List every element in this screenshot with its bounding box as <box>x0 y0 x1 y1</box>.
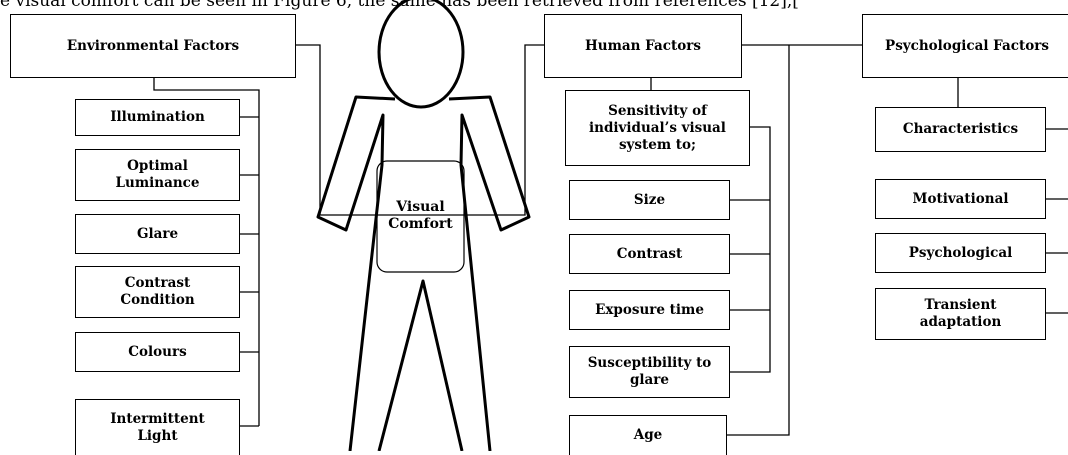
human-factors-box: Human Factors <box>544 14 742 78</box>
environmental-factors-box: Environmental Factors <box>10 14 296 78</box>
human-item-contrast: Contrast <box>569 234 730 274</box>
psych-item-transient-adaptation: Transient adaptation <box>875 288 1046 340</box>
env-item-glare: Glare <box>75 214 240 254</box>
human-item-size: Size <box>569 180 730 220</box>
env-item-optimal-luminance: Optimal Luminance <box>75 149 240 201</box>
psych-item-characteristics: Characteristics <box>875 107 1046 152</box>
human-item-age: Age <box>569 415 727 455</box>
psych-item-motivational: Motivational <box>875 179 1046 219</box>
env-item-colours: Colours <box>75 332 240 372</box>
human-item-susceptibility-to-glare: Susceptibility to glare <box>569 346 730 398</box>
human-item-exposure-time: Exposure time <box>569 290 730 330</box>
human-sensitivity-box: Sensitivity of individual’s visual syste… <box>565 90 750 166</box>
visual-comfort-label: Visual Comfort <box>388 199 453 232</box>
env-item-illumination: Illumination <box>75 99 240 136</box>
env-item-contrast-condition: Contrast Condition <box>75 266 240 318</box>
psychological-factors-box: Psychological Factors <box>862 14 1068 78</box>
env-item-intermittent-light: Intermittent Light <box>75 399 240 455</box>
psych-item-psychological: Psychological <box>875 233 1046 273</box>
